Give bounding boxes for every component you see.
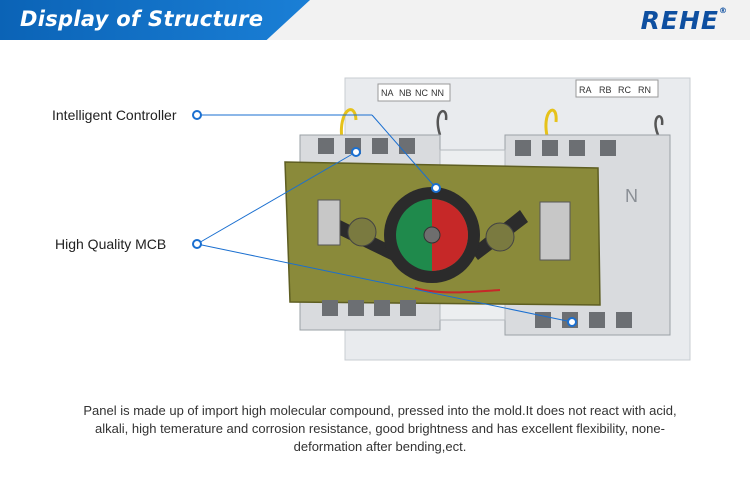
page-title: Display of Structure: [20, 7, 264, 31]
terminal-label: RA: [579, 85, 592, 95]
wire: [436, 109, 448, 136]
terminal-labels-left: NA NB NC NN: [381, 88, 444, 98]
terminal-label: NB: [399, 88, 412, 98]
callout-high-quality-mcb: High Quality MCB: [55, 236, 167, 252]
breaker-window: [539, 201, 571, 261]
callout-dot: [192, 239, 202, 249]
terminal-label: NC: [415, 88, 428, 98]
callout-dot: [192, 110, 202, 120]
registered-mark: ®: [719, 6, 728, 15]
pointer-dot: [431, 183, 441, 193]
terminal-label: NA: [381, 88, 394, 98]
gear: [347, 217, 377, 247]
callout-intelligent-controller: Intelligent Controller: [52, 107, 177, 123]
gear: [485, 222, 515, 252]
dial-red: [432, 199, 468, 271]
top-terminals: [318, 138, 616, 156]
pointer-lines: [196, 114, 573, 323]
terminal-labels-right: RA RB RC RN: [579, 85, 651, 95]
breaker-window: [317, 199, 341, 246]
description-text: Panel is made up of import high molecula…: [83, 403, 677, 454]
brand-logo: REHE®: [641, 6, 728, 35]
terminal-label: RC: [618, 85, 631, 95]
wire: [414, 287, 501, 294]
right-terminal-strip: [575, 79, 659, 98]
terminal-label: RB: [599, 85, 612, 95]
pointer-dot: [351, 147, 361, 157]
title-tab: [0, 0, 310, 40]
wire: [654, 115, 664, 136]
dial-hub: [423, 226, 441, 244]
bottom-terminals: [322, 300, 632, 328]
wire: [544, 108, 558, 141]
pointer-dot: [567, 317, 577, 327]
logo-text: REHE: [640, 6, 719, 35]
header-banner: Display of Structure REHE®: [0, 0, 750, 40]
terminal-label: RN: [638, 85, 651, 95]
panel-letter: N: [625, 186, 638, 206]
terminal-label: NN: [431, 88, 444, 98]
left-terminal-strip: [377, 83, 451, 102]
